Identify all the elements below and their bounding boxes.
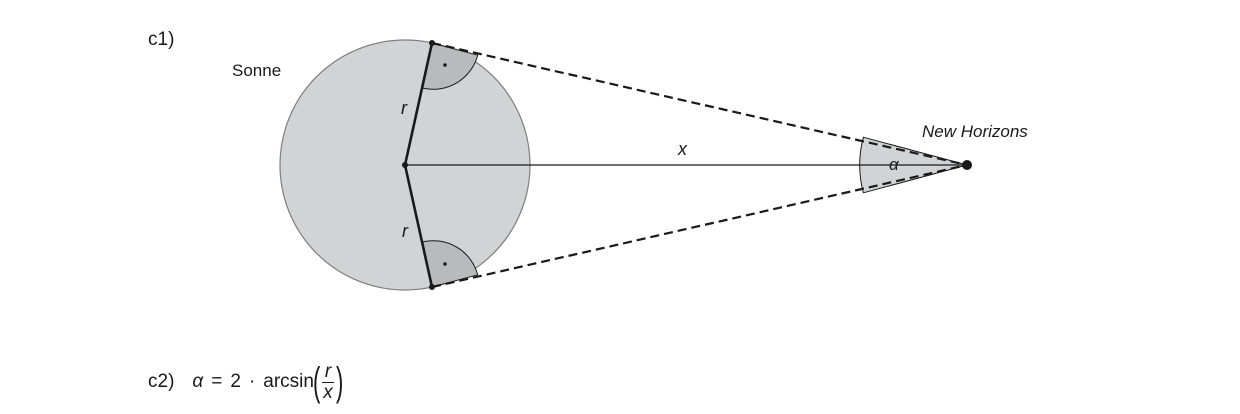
part-c1-label: c1) bbox=[148, 29, 174, 50]
lower-tangent-line bbox=[431, 163, 968, 289]
probe-point bbox=[962, 160, 972, 170]
lower-right-angle-marker bbox=[422, 240, 479, 288]
formula-denominator: x bbox=[323, 381, 333, 403]
formula-equals: = bbox=[211, 371, 223, 392]
probe-label: New Horizons bbox=[922, 122, 1028, 141]
lower-radius-label: r bbox=[402, 221, 409, 241]
formula-c2: c2) α = 2 · arcsin ( r x ) bbox=[148, 357, 344, 407]
formula-numerator: r bbox=[321, 361, 335, 383]
distance-label: x bbox=[677, 139, 688, 159]
formula-close-paren: ) bbox=[335, 360, 344, 404]
upper-tangent-point bbox=[429, 40, 435, 46]
upper-right-angle-dot bbox=[443, 63, 447, 67]
formula-lhs: α bbox=[192, 371, 204, 392]
part-c2-label: c2) bbox=[148, 371, 175, 392]
formula-function: arcsin bbox=[263, 371, 314, 392]
lower-right-angle-dot bbox=[443, 262, 447, 266]
upper-radius-line bbox=[403, 42, 434, 166]
sun-center-point bbox=[402, 162, 408, 168]
upper-right-angle-marker bbox=[422, 42, 479, 90]
formula-coefficient: 2 bbox=[230, 371, 241, 392]
formula-open-paren: ( bbox=[312, 360, 321, 404]
lower-radius-line bbox=[403, 164, 434, 288]
formula-dot: · bbox=[248, 371, 256, 392]
sun-label: Sonne bbox=[232, 61, 281, 80]
upper-radius-label: r bbox=[401, 98, 408, 118]
upper-tangent-line bbox=[431, 41, 968, 167]
formula-fraction: r x bbox=[320, 361, 336, 403]
alpha-label: α bbox=[889, 155, 900, 174]
lower-tangent-point bbox=[429, 284, 435, 290]
